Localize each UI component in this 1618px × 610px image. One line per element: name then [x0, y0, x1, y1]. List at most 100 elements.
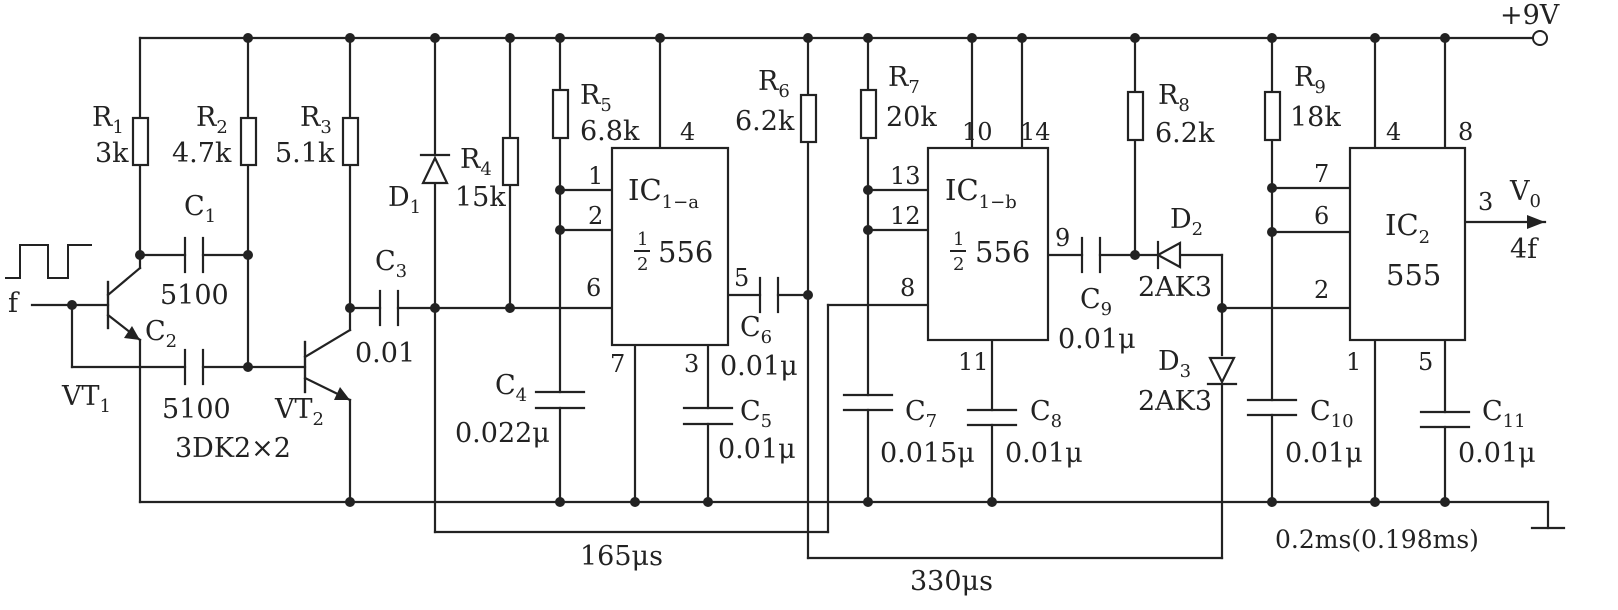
c11-value: 0.01μ — [1458, 438, 1536, 469]
ic1a-pin5: 5 — [734, 264, 749, 292]
ic1a-frac-den: 2 — [637, 254, 648, 275]
ic2-pin8: 8 — [1458, 118, 1473, 146]
d1-label: D1 — [388, 182, 421, 218]
ic2-pin4: 4 — [1386, 118, 1401, 146]
vt2-label: VT2 — [274, 394, 324, 430]
ic1a-pin2: 2 — [588, 202, 603, 230]
ic1b-pin9: 9 — [1055, 224, 1070, 252]
r7-body — [859, 88, 878, 140]
r9-label: R9 — [1294, 62, 1326, 98]
r9-value: 18k — [1290, 102, 1341, 133]
ic2-body — [1348, 146, 1467, 342]
r3-value: 5.1k — [275, 138, 335, 169]
d2-type: 2AK3 — [1138, 272, 1212, 303]
ic1b-part: 556 — [975, 235, 1030, 269]
supply-terminal — [1532, 30, 1548, 46]
c1-label: C1 — [184, 191, 216, 227]
c8-label: C8 — [1030, 396, 1062, 432]
c8-value: 0.01μ — [1005, 438, 1083, 469]
r3-body — [341, 116, 360, 167]
r2-body — [239, 116, 258, 167]
ic1b-name: IC1−b — [945, 173, 1017, 213]
ic2-pin2: 2 — [1314, 276, 1329, 304]
c5-value: 0.01μ — [718, 434, 796, 465]
ic1a-pin3: 3 — [684, 350, 699, 378]
r6-body — [799, 93, 818, 144]
ic2-part: 555 — [1386, 258, 1441, 292]
r4-value: 15k — [455, 182, 506, 213]
c7-label: C7 — [905, 396, 937, 432]
r5-value: 6.8k — [580, 116, 640, 147]
timing-165: 165μs — [580, 541, 663, 572]
ic2-pin5: 5 — [1418, 348, 1433, 376]
input-terminal — [31, 304, 33, 306]
r6-value: 6.2k — [735, 106, 795, 137]
d2-label: D2 — [1170, 204, 1203, 240]
c9-value: 0.01μ — [1058, 324, 1136, 355]
d3-symbol — [1206, 356, 1238, 386]
d3-type: 2AK3 — [1138, 386, 1212, 417]
r5-label: R5 — [580, 80, 612, 116]
output-freq: 4f — [1510, 234, 1539, 265]
ic1b-body — [926, 146, 1050, 342]
arrowheads — [124, 215, 1545, 400]
output-label: V0 — [1509, 176, 1541, 212]
ic1a-pin6: 6 — [586, 274, 601, 302]
ic1b-frac-den: 2 — [953, 254, 964, 275]
ic1b-pin8: 8 — [900, 274, 915, 302]
c2-label: C2 — [145, 316, 177, 352]
c11-label: C11 — [1482, 396, 1526, 432]
d1-symbol — [419, 153, 451, 185]
r5-body — [551, 88, 570, 140]
r1-value: 3k — [95, 138, 129, 169]
ic1b-pin10: 10 — [962, 118, 993, 146]
r7-label: R7 — [888, 62, 920, 98]
c1-value: 5100 — [160, 280, 229, 311]
c10-value: 0.01μ — [1285, 438, 1363, 469]
r9-body — [1263, 90, 1282, 142]
input-label: f — [8, 288, 20, 319]
ic1a-body — [610, 146, 730, 347]
ic2-pin6: 6 — [1314, 202, 1329, 230]
ic1a-part: 556 — [658, 235, 713, 269]
ic1b-frac-num: 1 — [953, 229, 964, 250]
timing-330: 330μs — [910, 566, 993, 597]
junction-dots — [67, 33, 1450, 507]
ic1a-pin7: 7 — [610, 350, 625, 378]
r2-label: R2 — [196, 102, 228, 138]
ic1a-pin4: 4 — [680, 118, 695, 146]
ic1a-name: IC1−a — [628, 173, 699, 213]
input-waveform — [5, 244, 92, 279]
d3-label: D3 — [1158, 346, 1191, 382]
r8-label: R8 — [1158, 80, 1190, 116]
r1-body — [131, 116, 150, 167]
ic1a-pin1: 1 — [588, 162, 603, 190]
c6-value: 0.01μ — [720, 351, 798, 382]
c4-value: 0.022μ — [455, 418, 550, 449]
r4-label: R4 — [460, 144, 492, 180]
r4-body — [501, 136, 520, 187]
c5-label: C5 — [740, 396, 772, 432]
c9-label: C9 — [1080, 284, 1112, 320]
ic1a-frac-num: 1 — [637, 229, 648, 250]
vt1-label: VT1 — [61, 381, 111, 417]
ic2-pin1: 1 — [1346, 348, 1361, 376]
capacitor-plates — [183, 236, 1471, 429]
ic2-pin7: 7 — [1314, 160, 1329, 188]
c10-label: C10 — [1310, 396, 1354, 432]
c7-value: 0.015μ — [880, 438, 975, 469]
ic1b-pin14: 14 — [1020, 118, 1051, 146]
r2-value: 4.7k — [172, 138, 232, 169]
d2-symbol — [1155, 240, 1182, 270]
supply-label: +9V — [1500, 0, 1560, 31]
c2-value: 5100 — [162, 394, 231, 425]
r8-value: 6.2k — [1155, 118, 1215, 149]
r7-value: 20k — [886, 102, 937, 133]
r6-label: R6 — [758, 66, 790, 102]
c3-label: C3 — [375, 246, 407, 282]
transistor-type: 3DK2×2 — [175, 433, 291, 464]
ic1b-pin11: 11 — [958, 348, 989, 376]
c3-value: 0.01 — [355, 338, 415, 369]
ic1b-pin12: 12 — [890, 202, 921, 230]
